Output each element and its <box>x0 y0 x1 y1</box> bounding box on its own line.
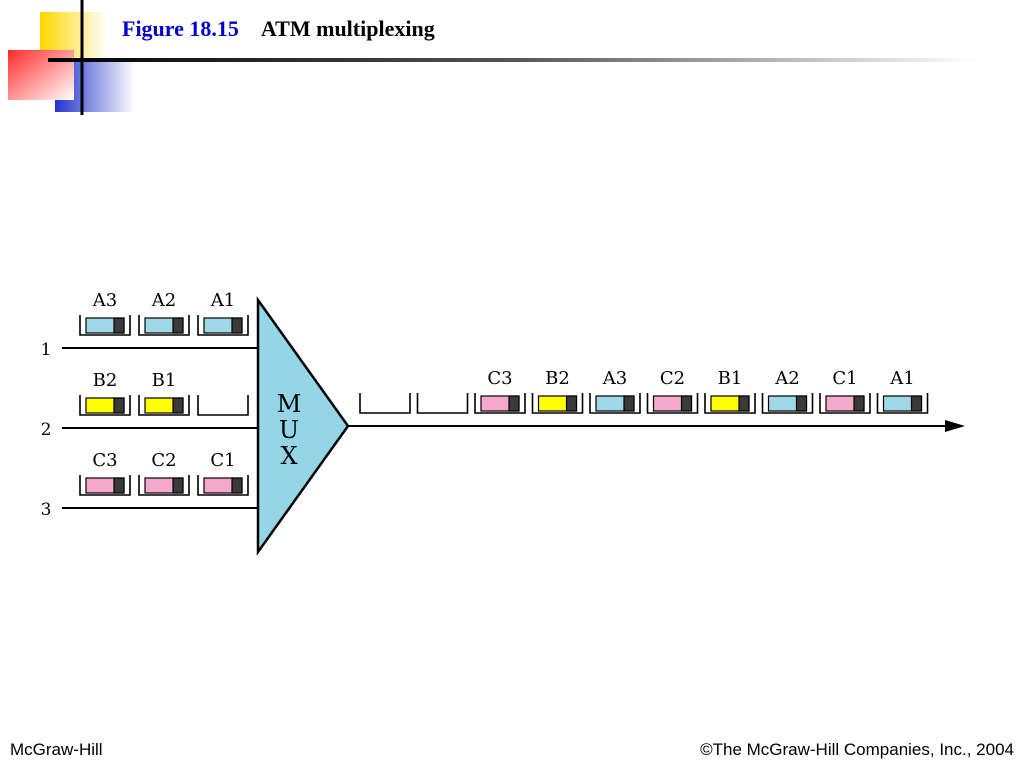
diagram-inputs-0-cells-1-label: A2 <box>151 290 176 311</box>
diagram-inputs-2-cells-2-slot <box>197 475 249 496</box>
footer-publisher: McGraw-Hill <box>10 740 103 759</box>
diagram-output-cells-7-header <box>795 395 808 412</box>
diagram-output-cells-9-label: A1 <box>889 368 914 389</box>
diagram-inputs-1-cells-1-label: B1 <box>152 370 177 391</box>
diagram-inputs-0-cells-0 <box>79 315 131 336</box>
diagram-output-cells-6-label: B1 <box>718 368 743 389</box>
diagram-output-cells-7-slot <box>761 393 814 414</box>
diagram-output-cells-2-header <box>508 395 520 412</box>
diagram-output-cells-3-label: B2 <box>545 368 570 389</box>
diagram-output-cells-2-label: C3 <box>487 368 512 389</box>
diagram-inputs-1-cells-0 <box>79 395 131 416</box>
diagram-output-cells-6-header <box>738 395 750 412</box>
diagram-inputs-2-cells-1-slot <box>138 475 190 496</box>
diagram-output-cells-5-label: C2 <box>660 368 685 389</box>
diagram-inputs-0-cells-1-slot <box>138 315 190 336</box>
diagram-inputs-2-cells-1-header <box>172 477 184 494</box>
diagram-output-cells-3 <box>531 393 584 414</box>
footer-copyright: ©The McGraw-Hill Companies, Inc., 2004 <box>700 740 1014 759</box>
diagram-output-cells-9-header <box>910 395 923 412</box>
diagram-inputs-0-cells-2 <box>197 315 249 336</box>
diagram-inputs-2-cells-0 <box>79 475 131 496</box>
output-arrowhead <box>945 420 965 432</box>
diagram-inputs-2-cells-1 <box>138 475 190 496</box>
diagram-output-cells-8 <box>819 393 871 414</box>
diagram-inputs-1-cells-2 <box>197 395 249 416</box>
diagram-output-cells-4-slot <box>589 393 641 414</box>
diagram-output-cells-4 <box>589 393 641 414</box>
diagram-inputs-1-cells-1-slot <box>138 395 190 416</box>
diagram-inputs-2-cells-2-header <box>231 477 243 494</box>
diagram-output-cells-7 <box>761 393 814 414</box>
diagram-inputs-1-cells-0-slot <box>79 395 131 416</box>
diagram-output-cells-3-header <box>565 395 578 412</box>
diagram-inputs-0-cells-2-header <box>231 317 243 334</box>
mux-triangle <box>256 296 350 556</box>
diagram-inputs-1-cells-0-label: B2 <box>93 370 118 391</box>
diagram-inputs-1-cells-0-header <box>113 397 125 414</box>
diagram-inputs-0-cells-1-header <box>172 317 184 334</box>
diagram-output-cells-5 <box>646 393 699 414</box>
diagram-output-cells-9-slot <box>876 393 929 414</box>
corner-decoration <box>8 0 135 115</box>
diagram-output-cells-0-slot <box>359 393 411 414</box>
diagram-inputs-2-cells-0-label: C3 <box>92 450 117 471</box>
diagram-output-cells-1 <box>416 393 469 414</box>
diagram-output-cells-6-slot <box>704 393 756 414</box>
diagram-inputs-2-cells-2-label: C1 <box>210 450 235 471</box>
diagram-output-cells-1-slot <box>416 393 469 414</box>
diagram-inputs-0-cells-0-slot <box>79 315 131 336</box>
diagram-output-cells-4-label: A3 <box>602 368 627 389</box>
diagram-output-cells-7-label: A2 <box>774 368 799 389</box>
figure-caption: ATM multiplexing <box>260 16 435 41</box>
diagram-inputs-1-cells-1-header <box>172 397 184 414</box>
diagram-output-cells-8-label: C1 <box>832 368 857 389</box>
diagram-output-cells-3-slot <box>531 393 584 414</box>
input-number-3: 3 <box>41 500 52 520</box>
diagram-output-cells-5-header <box>680 395 693 412</box>
mux-label-x: X <box>280 442 297 470</box>
diagram-output-cells-4-header <box>623 395 635 412</box>
diagram-inputs-2-cells-1-label: C2 <box>151 450 176 471</box>
diagram-output-cells-8-header <box>853 395 865 412</box>
diagram-output-cells-0 <box>359 393 411 414</box>
diagram-output-cells-8-slot <box>819 393 871 414</box>
diagram-inputs-0-cells-2-slot <box>197 315 249 336</box>
diagram-output-cells-9 <box>876 393 929 414</box>
diagram-inputs-2-cells-2 <box>197 475 249 496</box>
diagram-output-cells-2-slot <box>474 393 526 414</box>
diagram-output-cells-2 <box>474 393 526 414</box>
figure-number: Figure 18.15 <box>122 16 239 41</box>
diagram-output-cells-6 <box>704 393 756 414</box>
mux-label-m: M <box>277 390 302 418</box>
input-number-1: 1 <box>41 340 52 360</box>
slide-title: Figure 18.15 ATM multiplexing <box>122 16 435 42</box>
diagram-inputs-1-cells-2-slot <box>197 395 249 416</box>
mux-label-u: U <box>279 416 299 444</box>
diagram-inputs-1-cells-1 <box>138 395 190 416</box>
diagram-inputs-2-cells-0-header <box>113 477 125 494</box>
diagram-inputs-0-cells-2-label: A1 <box>210 290 235 311</box>
title-underline <box>48 58 978 62</box>
diagram-inputs-0-cells-0-label: A3 <box>92 290 117 311</box>
diagram-inputs-0-cells-1 <box>138 315 190 336</box>
input-number-2: 2 <box>41 420 52 440</box>
diagram-inputs-0-cells-0-header <box>113 317 125 334</box>
diagram-output-cells-5-slot <box>646 393 699 414</box>
diagram-inputs-2-cells-0-slot <box>79 475 131 496</box>
